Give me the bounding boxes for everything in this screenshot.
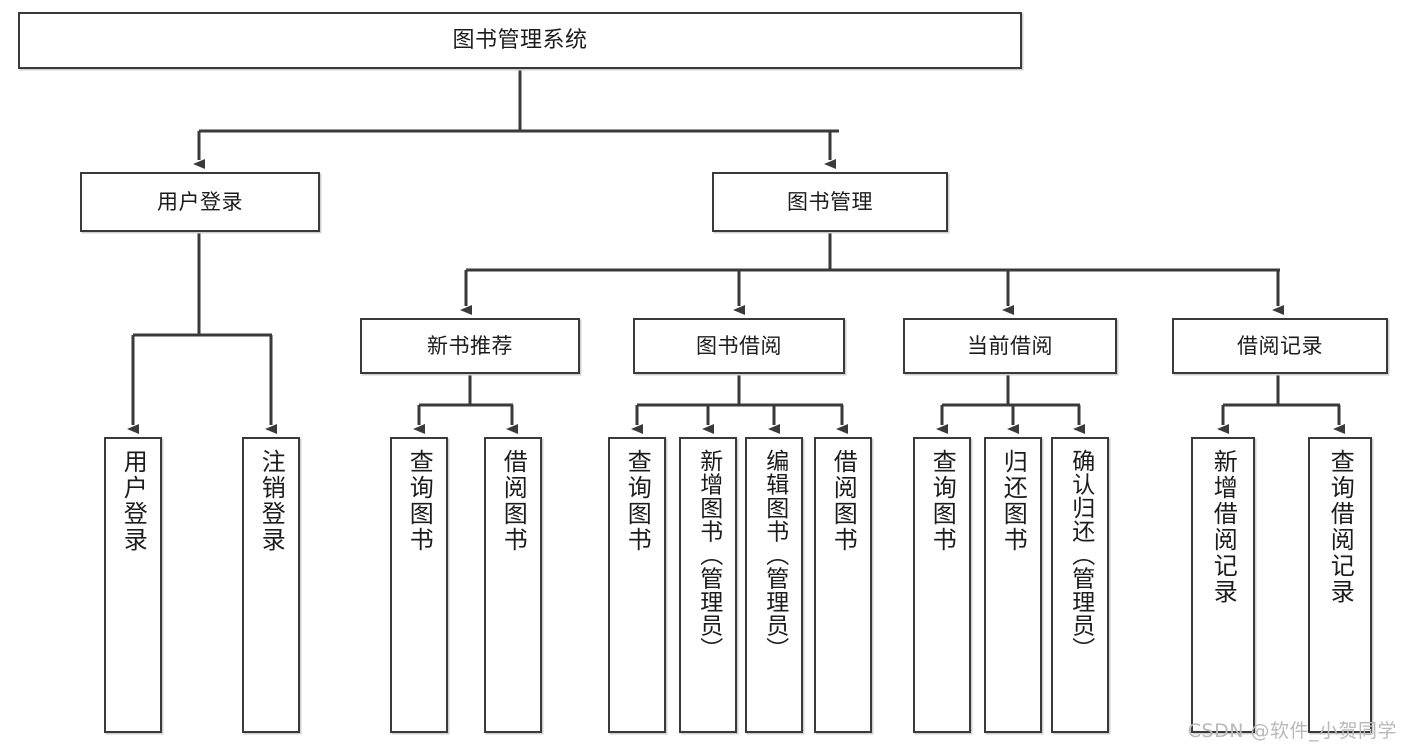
node-leaf-borrow-book-1[interactable]: 借阅图书	[484, 437, 542, 733]
node-leaf-borrow-book-1-label: 借阅图书	[499, 449, 528, 553]
node-leaf-borrow-book-2[interactable]: 借阅图书	[814, 437, 872, 733]
node-new-book-recommend[interactable]: 新书推荐	[360, 318, 580, 374]
node-leaf-add-record-label: 新增借阅记录	[1209, 449, 1238, 605]
node-leaf-edit-book-label: 编辑图书（管理员）	[761, 449, 788, 661]
node-new-book-recommend-label: 新书推荐	[427, 333, 513, 358]
node-leaf-query-book-3-label: 查询图书	[928, 449, 957, 553]
node-leaf-query-book-1-label: 查询图书	[405, 449, 434, 553]
node-book-management-label: 图书管理	[787, 189, 873, 214]
node-leaf-query-book-2[interactable]: 查询图书	[608, 437, 666, 733]
node-leaf-borrow-book-2-label: 借阅图书	[829, 449, 858, 553]
node-root-label: 图书管理系统	[452, 27, 588, 53]
node-borrow-record-label: 借阅记录	[1237, 333, 1323, 358]
node-borrow-record[interactable]: 借阅记录	[1172, 318, 1388, 374]
node-leaf-user-login[interactable]: 用户登录	[104, 437, 162, 733]
node-leaf-add-book-label: 新增图书（管理员）	[695, 449, 722, 661]
node-leaf-user-login-label: 用户登录	[119, 449, 148, 553]
node-root[interactable]: 图书管理系统	[18, 12, 1022, 69]
node-user-login[interactable]: 用户登录	[80, 172, 320, 232]
node-leaf-query-book-3[interactable]: 查询图书	[913, 437, 971, 733]
node-current-borrow-label: 当前借阅	[967, 333, 1053, 358]
node-leaf-add-record[interactable]: 新增借阅记录	[1191, 437, 1255, 733]
node-book-management[interactable]: 图书管理	[712, 172, 948, 232]
node-current-borrow[interactable]: 当前借阅	[903, 318, 1117, 374]
node-leaf-user-logout-label: 注销登录	[257, 449, 286, 553]
node-book-borrow[interactable]: 图书借阅	[633, 318, 845, 374]
node-leaf-confirm-return[interactable]: 确认归还（管理员）	[1051, 437, 1109, 733]
node-leaf-query-record[interactable]: 查询借阅记录	[1308, 437, 1372, 733]
node-leaf-confirm-return-label: 确认归还（管理员）	[1067, 449, 1094, 661]
node-leaf-edit-book[interactable]: 编辑图书（管理员）	[745, 437, 803, 733]
node-leaf-query-book-1[interactable]: 查询图书	[390, 437, 448, 733]
node-book-borrow-label: 图书借阅	[696, 333, 782, 358]
node-leaf-return-book-label: 归还图书	[999, 449, 1028, 553]
node-leaf-return-book[interactable]: 归还图书	[984, 437, 1042, 733]
node-leaf-query-record-label: 查询借阅记录	[1326, 449, 1355, 605]
node-leaf-add-book[interactable]: 新增图书（管理员）	[679, 437, 737, 733]
node-user-login-label: 用户登录	[157, 189, 243, 214]
node-leaf-user-logout[interactable]: 注销登录	[242, 437, 300, 733]
node-leaf-query-book-2-label: 查询图书	[623, 449, 652, 553]
